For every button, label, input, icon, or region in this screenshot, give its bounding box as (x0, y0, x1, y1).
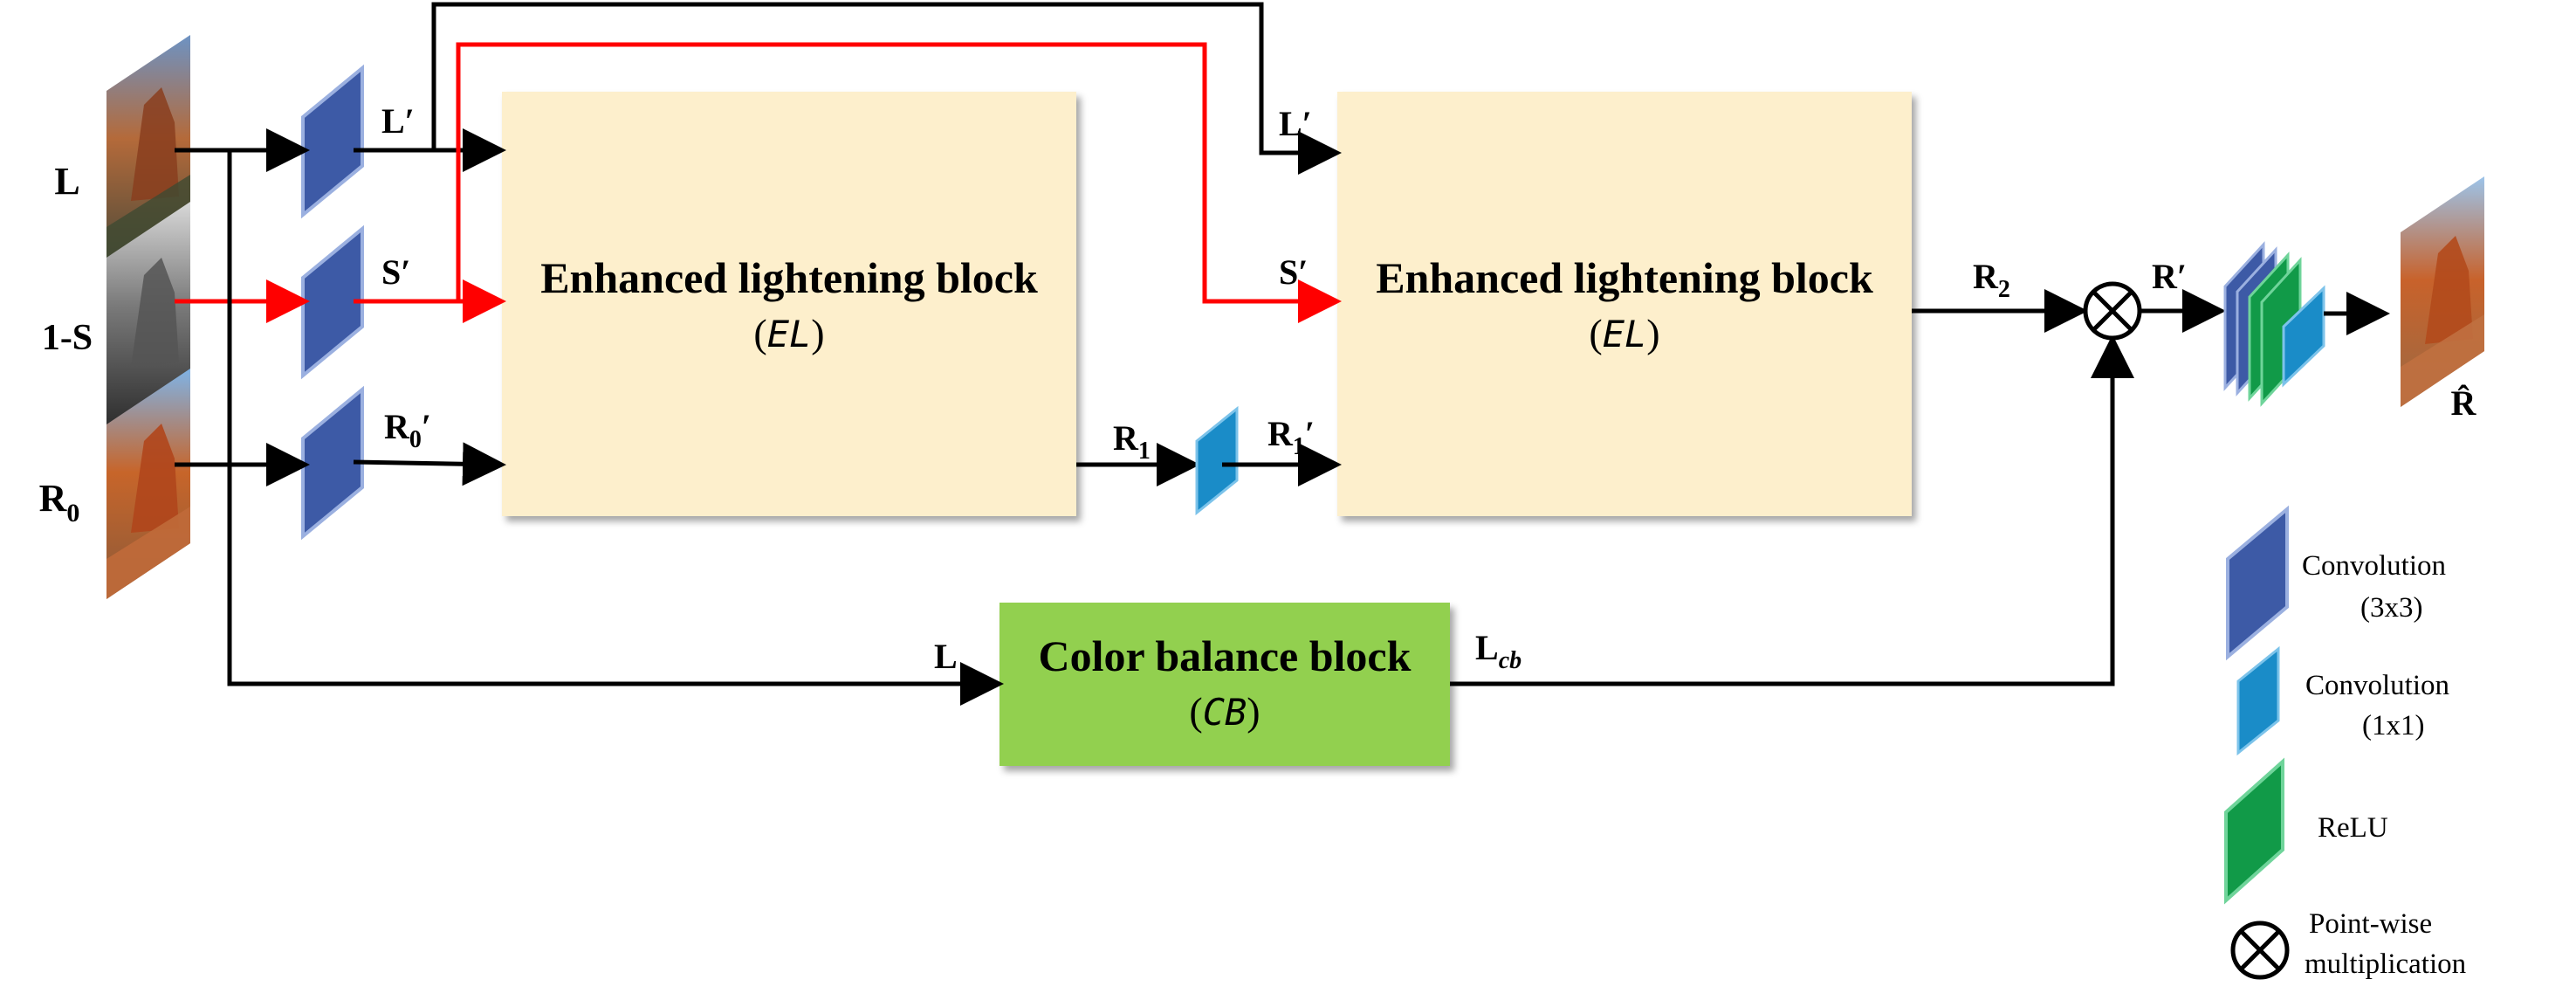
output-label-r-hat: R̂ (2451, 383, 2477, 423)
el1-title: Enhanced lightening block (540, 253, 1038, 302)
input-label-r0: R0 (39, 477, 80, 528)
legend-relu-label: ReLU (2318, 812, 2388, 844)
arrow-s-prime-skip-to-el2 (456, 42, 1342, 323)
arrow-l-prime-skip-to-el2 (431, 2, 1342, 175)
arrow-r0-prime-to-el1 (353, 442, 506, 486)
label-l-cb: Lcb (1475, 628, 1522, 674)
label-r0-prime: R0′ (384, 407, 431, 453)
label-l-prime-1: L′ (381, 101, 415, 141)
conv3x3-layer-r0 (301, 385, 364, 541)
legend-conv1x1-icon (2236, 645, 2280, 756)
label-r1: R1 (1113, 418, 1151, 465)
enhanced-lightening-block-1 (502, 92, 1076, 516)
color-balance-block (999, 603, 1450, 766)
output-image (2401, 176, 2484, 407)
label-s-prime-2: S′ (1279, 252, 1309, 292)
output-conv-stack (2223, 241, 2325, 407)
arrow-lcb-to-multiply (1450, 334, 2134, 686)
el2-title: Enhanced lightening block (1376, 253, 1873, 302)
arrow-l-to-color-balance (227, 150, 1004, 706)
conv3x3-layer-s (301, 224, 364, 380)
cb-title: Color balance block (1039, 631, 1412, 680)
label-r2: R2 (1973, 257, 2010, 303)
el2-subtitle: (EL) (1589, 311, 1659, 355)
legend-conv1x1-label-2: (1x1) (2362, 710, 2424, 741)
input-image-r0 (106, 369, 190, 599)
label-r-prime: R′ (2152, 257, 2187, 296)
enhanced-lightening-block-2 (1337, 92, 1912, 516)
legend: Convolution (3x3) Convolution (1x1) ReLU… (2224, 505, 2466, 980)
input-label-l: L (54, 160, 79, 203)
cb-subtitle: (CB) (1189, 689, 1260, 734)
legend-relu-icon (2224, 757, 2284, 905)
label-l-to-cb: L (934, 637, 958, 676)
pointwise-multiply-icon (2083, 281, 2142, 341)
label-l-prime-2: L′ (1279, 104, 1312, 143)
input-image-l (106, 35, 190, 265)
legend-conv1x1-label-1: Convolution (2305, 670, 2449, 701)
label-s-prime-1: S′ (381, 252, 411, 292)
conv1x1-layer (1195, 405, 1239, 516)
legend-multiply-label-1: Point-wise (2309, 908, 2432, 940)
el1-subtitle: (EL) (753, 311, 824, 355)
legend-conv3x3-label-1: Convolution (2302, 550, 2446, 582)
legend-multiply-icon (2230, 921, 2290, 980)
input-label-1-s: 1-S (42, 318, 93, 358)
legend-conv3x3-label-2: (3x3) (2360, 592, 2422, 624)
label-r1-prime: R1′ (1267, 414, 1315, 460)
conv3x3-layer-l (301, 64, 364, 219)
legend-multiply-label-2: multiplication (2305, 948, 2466, 980)
input-image-1-s (106, 202, 190, 432)
legend-conv3x3-icon (2226, 505, 2289, 661)
